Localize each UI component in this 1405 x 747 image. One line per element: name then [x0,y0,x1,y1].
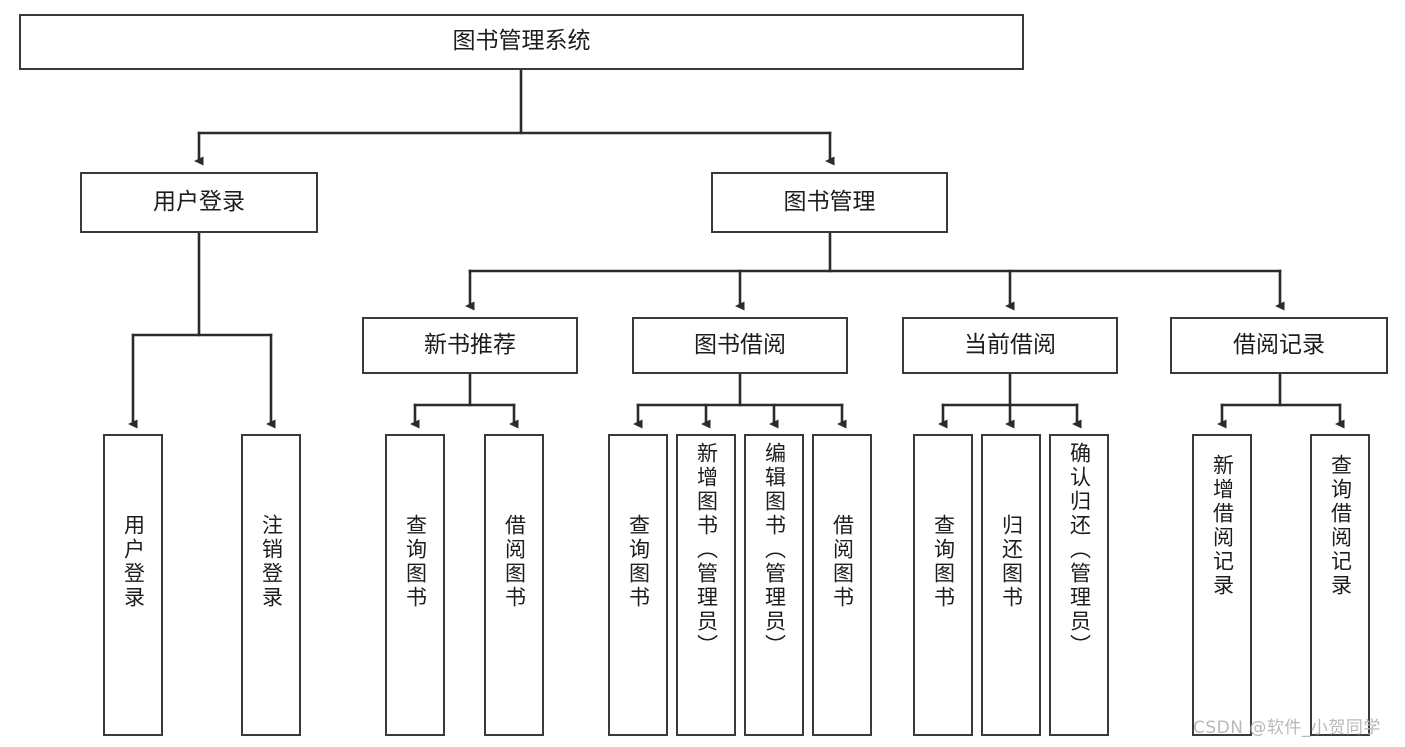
node-current-borrow[interactable]: 当前借阅 [902,317,1118,374]
leaf-confirm-return-admin[interactable]: 确认归还（管理员） [1049,434,1109,736]
node-label: 图书管理 [783,188,876,215]
node-root-book-management-system[interactable]: 图书管理系统 [19,14,1024,70]
leaf-query-borrow-record[interactable]: 查询借阅记录 [1310,434,1370,736]
leaf-label: 确认归还（管理员） [1067,442,1092,658]
leaf-label: 查询借阅记录 [1328,454,1353,598]
leaf-label: 新增借阅记录 [1210,454,1235,598]
leaf-label: 借阅图书 [502,514,527,610]
node-label: 当前借阅 [964,331,1056,358]
node-book-borrow[interactable]: 图书借阅 [632,317,848,374]
leaf-edit-book-admin[interactable]: 编辑图书（管理员） [744,434,804,736]
leaf-query-book-borrow[interactable]: 查询图书 [608,434,668,736]
leaf-label: 查询图书 [626,514,651,610]
leaf-user-login[interactable]: 用户登录 [103,434,163,736]
leaf-label: 借阅图书 [830,514,855,610]
leaf-borrow-book-recommend[interactable]: 借阅图书 [484,434,544,736]
node-book-management[interactable]: 图书管理 [711,172,948,233]
node-borrow-record[interactable]: 借阅记录 [1170,317,1388,374]
leaf-borrow-book[interactable]: 借阅图书 [812,434,872,736]
leaf-query-book-recommend[interactable]: 查询图书 [385,434,445,736]
leaf-logout[interactable]: 注销登录 [241,434,301,736]
leaf-query-book-current[interactable]: 查询图书 [913,434,973,736]
watermark-text: CSDN @软件_小贺同学 [1193,718,1381,738]
leaf-label: 查询图书 [403,514,428,610]
leaf-label: 注销登录 [259,514,284,610]
node-label: 借阅记录 [1233,331,1325,358]
node-label: 用户登录 [153,188,245,215]
leaf-add-book-admin[interactable]: 新增图书（管理员） [676,434,736,736]
leaf-label: 编辑图书（管理员） [762,442,787,658]
node-label: 新书推荐 [424,331,516,358]
node-label: 图书管理系统 [452,28,591,55]
node-user-login[interactable]: 用户登录 [80,172,318,233]
leaf-label: 归还图书 [999,514,1024,610]
leaf-label: 新增图书（管理员） [694,442,719,658]
node-label: 图书借阅 [694,331,786,358]
leaf-label: 用户登录 [121,514,146,610]
leaf-return-book[interactable]: 归还图书 [981,434,1041,736]
leaf-add-borrow-record[interactable]: 新增借阅记录 [1192,434,1252,736]
node-new-book-recommend[interactable]: 新书推荐 [362,317,578,374]
leaf-label: 查询图书 [931,514,956,610]
